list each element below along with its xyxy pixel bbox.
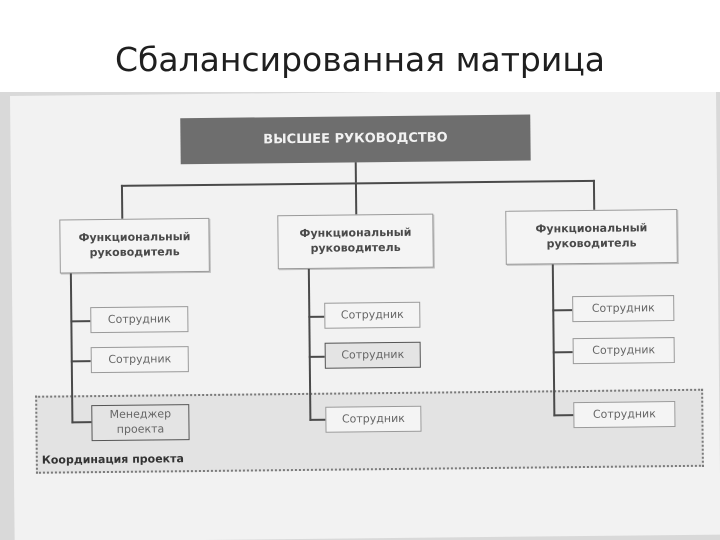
connector [592,179,596,210]
connector [70,360,91,363]
connector [552,351,573,354]
connector [120,179,595,187]
slide-title: Сбалансированная матрица [114,40,606,79]
connector [354,182,358,215]
project-manager-box: Менеджер проекта [91,404,190,442]
employee-box: Сотрудник [90,346,189,374]
employee-box: Сотрудник [572,337,675,365]
employee-box: Сотрудник [572,295,675,323]
functional-manager-box: Функциональный руководитель [59,217,210,274]
connector [551,264,556,417]
connector [309,418,326,421]
connector [120,184,124,219]
functional-manager-box: Функциональный руководитель [505,209,678,265]
diagram-photo: Координация проекта ВЫСШЕЕ РУКОВОДСТВО Ф… [0,92,720,540]
connector [354,162,357,183]
employee-box: Сотрудник [324,301,421,329]
org-chart: Координация проекта ВЫСШЕЕ РУКОВОДСТВО Ф… [10,92,720,540]
connector [70,320,91,323]
functional-manager-box: Функциональный руководитель [277,213,434,270]
top-management-box: ВЫСШЕЕ РУКОВОДСТВО [180,114,531,165]
coordination-label: Координация проекта [41,452,184,467]
connector [308,315,325,318]
employee-box: Сотрудник [90,306,189,334]
connector [308,355,325,358]
employee-box: Сотрудник [324,341,421,369]
connector [552,309,573,312]
connector [553,414,574,417]
connector [307,268,312,421]
connector [71,421,92,424]
employee-box: Сотрудник [573,401,676,429]
employee-box: Сотрудник [325,405,422,433]
connector [69,273,74,424]
